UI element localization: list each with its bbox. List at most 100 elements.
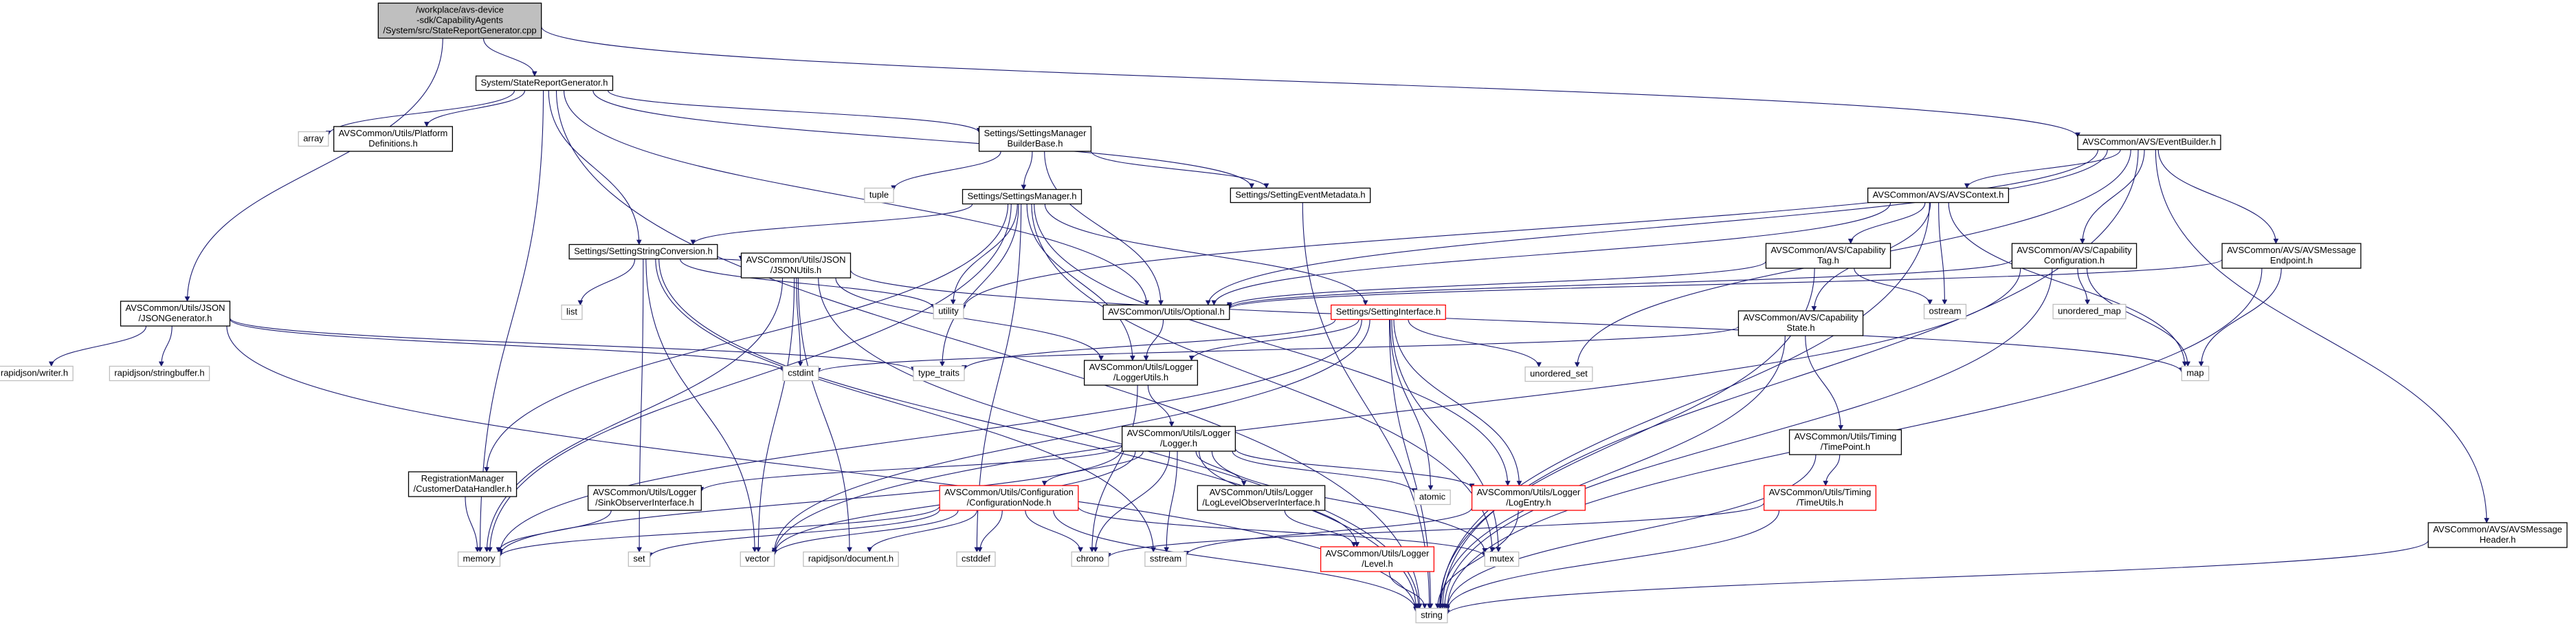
node-label-line: array: [303, 133, 324, 144]
node-box: [1763, 485, 1877, 511]
edge-logger-to-confnode: [1041, 450, 1144, 486]
edge-capconf-to-umap: [2077, 268, 2090, 305]
node-array[interactable]: array: [298, 131, 329, 147]
node-settings-settingstringconversion-h[interactable]: Settings/SettingStringConversion.h: [568, 243, 718, 260]
node-string[interactable]: string: [1415, 607, 1448, 624]
edge-eventbuilder-to-optional: [1206, 149, 2108, 306]
edge-smbb-to-tuple: [891, 151, 1001, 191]
node-system-statereportgenerator-h[interactable]: System/StateReportGenerator.h: [475, 75, 614, 91]
node-registrationmanager-customerdatahandler-h[interactable]: RegistrationManager/CustomerDataHandler.…: [408, 471, 518, 497]
node-avscommon-avs-avscontext-h[interactable]: AVSCommon/AVS/AVSContext.h: [1867, 187, 2010, 204]
edge-confnode-to-set: [647, 509, 940, 558]
node-label-line: ostream: [1929, 306, 1962, 316]
node-avscommon-utils-logger-loggerutils-h[interactable]: AVSCommon/Utils/Logger/LoggerUtils.h: [1083, 360, 1199, 386]
node-settings-settingsmanager-h[interactable]: Settings/SettingsManager.h: [962, 188, 1082, 205]
node-label-line: atomic: [1419, 492, 1446, 502]
node-atomic[interactable]: atomic: [1414, 489, 1451, 506]
node-avscommon-utils-configuration-configurationnode-h[interactable]: AVSCommon/Utils/Configuration/Configurat…: [939, 485, 1079, 511]
node-label-line: AVSCommon/Utils/Logger: [1089, 362, 1193, 372]
node-label-line: AVSCommon/Utils/Logger: [1477, 487, 1581, 497]
edge-jsonutils-to-map: [850, 270, 2185, 373]
node-chrono[interactable]: chrono: [1071, 551, 1109, 567]
node-label-line: sstream: [1150, 554, 1181, 564]
node-tuple[interactable]: tuple: [864, 187, 894, 204]
node-avscommon-utils-logger-logentry-h[interactable]: AVSCommon/Utils/Logger/LogEntry.h: [1471, 485, 1586, 511]
node-label-line: AVSCommon/Utils/Configuration: [944, 487, 1074, 497]
node-settings-settingeventmetadata-h[interactable]: Settings/SettingEventMetadata.h: [1230, 187, 1371, 204]
edge-logentry-to-sstream: [1184, 507, 1473, 556]
node-box: [1867, 187, 2010, 204]
node-avscommon-utils-timing-timepoint-h[interactable]: AVSCommon/Utils/Timing/TimePoint.h: [1788, 429, 1902, 455]
node-map[interactable]: map: [2181, 365, 2210, 382]
node-avscommon-utils-optional-h[interactable]: AVSCommon/Utils/Optional.h: [1102, 304, 1230, 321]
edge-eventbuilder-to-capconf: [2080, 149, 2145, 244]
node-label-line: State.h: [1786, 323, 1814, 333]
node-workplace-avs-device-sdk-capabilityagents-system-src-statereportgenerator-cpp[interactable]: /workplace/avs-device-sdk/CapabilityAgen…: [377, 2, 542, 39]
node-rapidjson-document-h[interactable]: rapidjson/document.h: [803, 551, 899, 567]
edge-srg-to-sem: [592, 90, 1254, 189]
node-label-line: Settings/SettingInterface.h: [1336, 307, 1441, 317]
node-box: [377, 2, 542, 39]
edge-logger-to-logentry: [1234, 448, 1475, 489]
node-utility[interactable]: utility: [933, 303, 964, 320]
edge-sm-to-utility: [950, 204, 1018, 305]
edge-si-to-loggerutils: [1188, 319, 1359, 361]
node-box: [962, 188, 1082, 205]
node-avscommon-utils-logger-loglevelobserverinterface-h[interactable]: AVSCommon/Utils/Logger/LogLevelObserverI…: [1197, 485, 1326, 511]
node-label-line: /LoggerUtils.h: [1113, 372, 1168, 382]
node-vector[interactable]: vector: [740, 551, 775, 567]
node-avscommon-utils-json-jsongenerator-h[interactable]: AVSCommon/Utils/JSON/JSONGenerator.h: [120, 301, 231, 327]
node-settings-settinginterface-h[interactable]: Settings/SettingInterface.h: [1331, 304, 1446, 321]
node-cstddef[interactable]: cstddef: [956, 551, 996, 567]
node-unordered-map[interactable]: unordered_map: [2052, 303, 2127, 320]
node-rapidjson-writer-h[interactable]: rapidjson/writer.h: [0, 365, 74, 382]
node-unordered-set[interactable]: unordered_set: [1524, 366, 1593, 382]
node-box: [0, 365, 74, 382]
node-avscommon-avs-eventbuilder-h[interactable]: AVSCommon/AVS/EventBuilder.h: [2077, 134, 2221, 151]
edge-jsongen-to-typetraits: [229, 317, 916, 372]
node-type-traits[interactable]: type_traits: [913, 365, 965, 382]
node-avscommon-utils-logger-logger-h[interactable]: AVSCommon/Utils/Logger/Logger.h: [1121, 426, 1236, 452]
node-sstream[interactable]: sstream: [1144, 551, 1187, 567]
node-rapidjson-stringbuffer-h[interactable]: rapidjson/stringbuffer.h: [109, 365, 210, 382]
node-avscommon-utils-json-jsonutils-h[interactable]: AVSCommon/Utils/JSON/JSONUtils.h: [740, 252, 852, 279]
node-avscommon-utils-timing-timeutils-h[interactable]: AVSCommon/Utils/Timing/TimeUtils.h: [1763, 485, 1877, 511]
node-avscommon-utils-logger-sinkobserverinterface-h[interactable]: AVSCommon/Utils/Logger/SinkObserverInter…: [587, 485, 702, 511]
node-cstdint[interactable]: cstdint: [782, 365, 819, 382]
node-box: [2052, 303, 2127, 320]
node-label-line: /Logger.h: [1160, 438, 1197, 448]
edge-logger-to-sstream: [1164, 450, 1178, 553]
edge-sm-to-mutex: [1031, 204, 1495, 553]
node-label-line: rapidjson/stringbuffer.h: [114, 368, 204, 378]
edge-logger-to-memory: [497, 448, 1123, 556]
node-set[interactable]: set: [628, 551, 651, 567]
node-box: [1331, 304, 1446, 321]
edge-sinkobs-to-memory: [496, 510, 612, 553]
node-label-line: cstddef: [962, 554, 990, 564]
node-list[interactable]: list: [561, 304, 583, 321]
node-label-line: -sdk/CapabilityAgents: [417, 15, 503, 25]
node-label-line: /LogLevelObserverInterface.h: [1202, 497, 1320, 508]
node-box: [864, 187, 894, 204]
edge-loglevelobs-to-level: [1284, 510, 1357, 547]
edge-sm-to-ssc: [690, 204, 973, 246]
edge-ssc-to-jsonutils: [717, 255, 744, 261]
node-memory[interactable]: memory: [457, 551, 501, 567]
node-ostream[interactable]: ostream: [1923, 303, 1967, 320]
node-label-line: /CustomerDataHandler.h: [413, 484, 511, 494]
node-avscommon-utils-logger-level-h[interactable]: AVSCommon/Utils/Logger/Level.h: [1320, 546, 1435, 572]
node-box: [1230, 187, 1371, 204]
node-mutex[interactable]: mutex: [1484, 551, 1520, 567]
edge-loggerutils-to-logger: [1147, 384, 1175, 427]
edge-sm-to-loggerutils: [1026, 204, 1135, 361]
node-label-line: AVSCommon/AVS/AVSMessage: [2227, 245, 2356, 255]
node-label-line: AVSCommon/AVS/EventBuilder.h: [2083, 137, 2216, 147]
